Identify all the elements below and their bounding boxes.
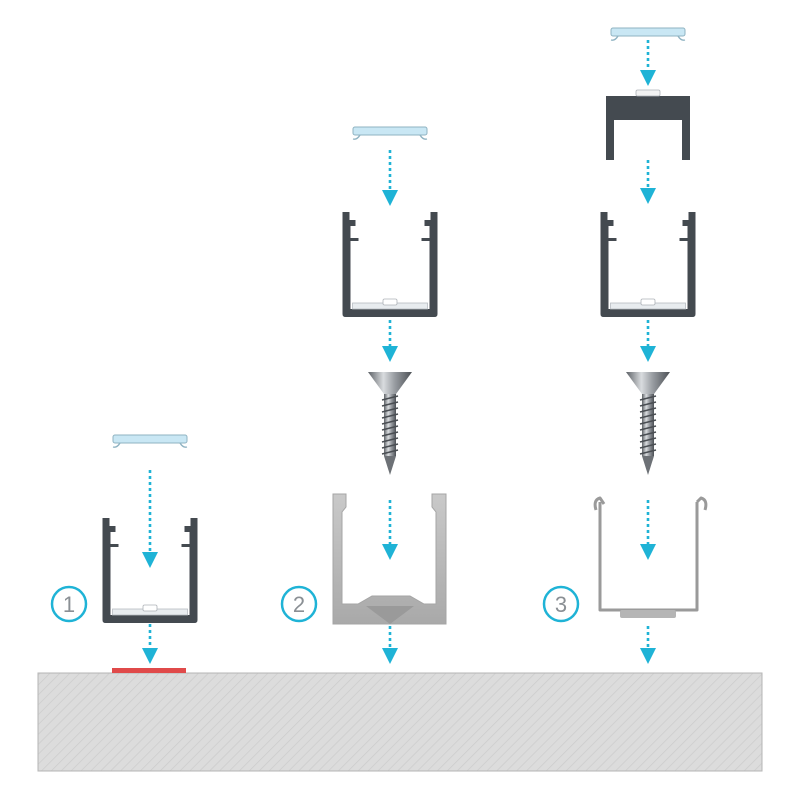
step-badge-1: 1 xyxy=(50,585,88,623)
arrow-diffuser-to-profile-2 xyxy=(382,150,398,206)
screw-step-3 xyxy=(626,372,670,475)
led-profile-step-3 xyxy=(600,212,696,317)
arrow-profile-to-screw-2 xyxy=(382,320,398,362)
spring-mounting-clip xyxy=(593,496,708,618)
arrow-bracket-to-surface-2 xyxy=(382,626,398,664)
mounting-surface xyxy=(37,672,763,772)
step-badge-2: 2 xyxy=(280,585,318,623)
led-strip xyxy=(610,298,686,310)
arrow-profile-to-screw-3 xyxy=(640,320,656,362)
arrow-profile-to-surface-1 xyxy=(142,624,158,664)
led-strip xyxy=(352,298,428,310)
step-badge-3: 3 xyxy=(542,585,580,623)
diffuser-cover-step-3 xyxy=(610,27,686,41)
arrow-clip-to-surface-3 xyxy=(640,626,656,664)
step-number: 3 xyxy=(555,592,567,617)
arrow-cover-to-profile-3 xyxy=(640,160,656,204)
rigid-mounting-bracket xyxy=(332,493,447,625)
led-profile-step-2 xyxy=(342,212,438,317)
arrow-diffuser-to-cover-3 xyxy=(640,40,656,86)
diffuser-cover-step-1 xyxy=(112,434,188,448)
diffuser-cover-step-2 xyxy=(352,126,428,140)
led-profile-step-1 xyxy=(102,518,198,623)
led-strip xyxy=(112,604,188,616)
screw-step-2 xyxy=(368,372,412,475)
cover-profile-step-3 xyxy=(606,89,690,160)
arrow-diffuser-to-profile-1 xyxy=(142,470,158,568)
arrow-screw-to-clip-3 xyxy=(640,500,656,560)
arrow-screw-to-bracket-2 xyxy=(382,500,398,560)
adhesive-tape xyxy=(112,668,186,673)
step-number: 1 xyxy=(63,592,75,617)
step-number: 2 xyxy=(293,592,305,617)
